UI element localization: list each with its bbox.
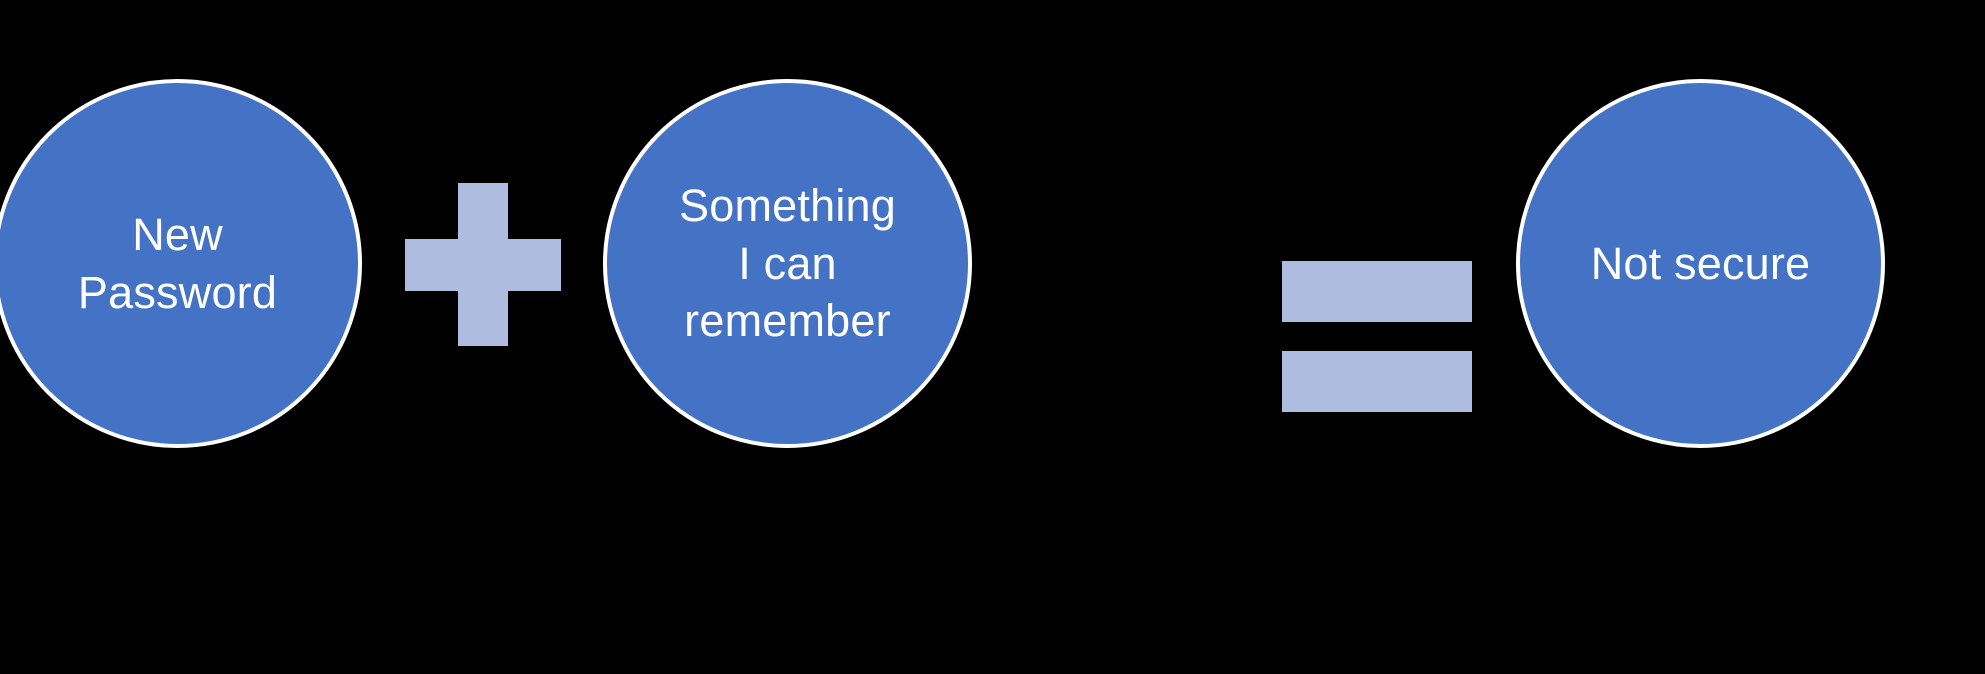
plus-sign-horizontal-bar bbox=[405, 239, 561, 291]
node-something-i-can-remember[interactable]: Something I can remember bbox=[603, 79, 972, 448]
equals-sign-bottom-bar bbox=[1282, 351, 1472, 412]
plus-sign-icon bbox=[405, 183, 561, 346]
node-new-password[interactable]: New Password bbox=[0, 79, 362, 448]
node-not-secure[interactable]: Not secure bbox=[1516, 79, 1885, 448]
equals-sign-top-bar bbox=[1282, 261, 1472, 322]
node-new-password-label: New Password bbox=[77, 208, 278, 318]
equals-sign-icon bbox=[1282, 261, 1472, 412]
node-not-secure-label: Not secure bbox=[1590, 237, 1811, 289]
node-something-i-can-remember-label: Something I can remember bbox=[679, 180, 896, 347]
